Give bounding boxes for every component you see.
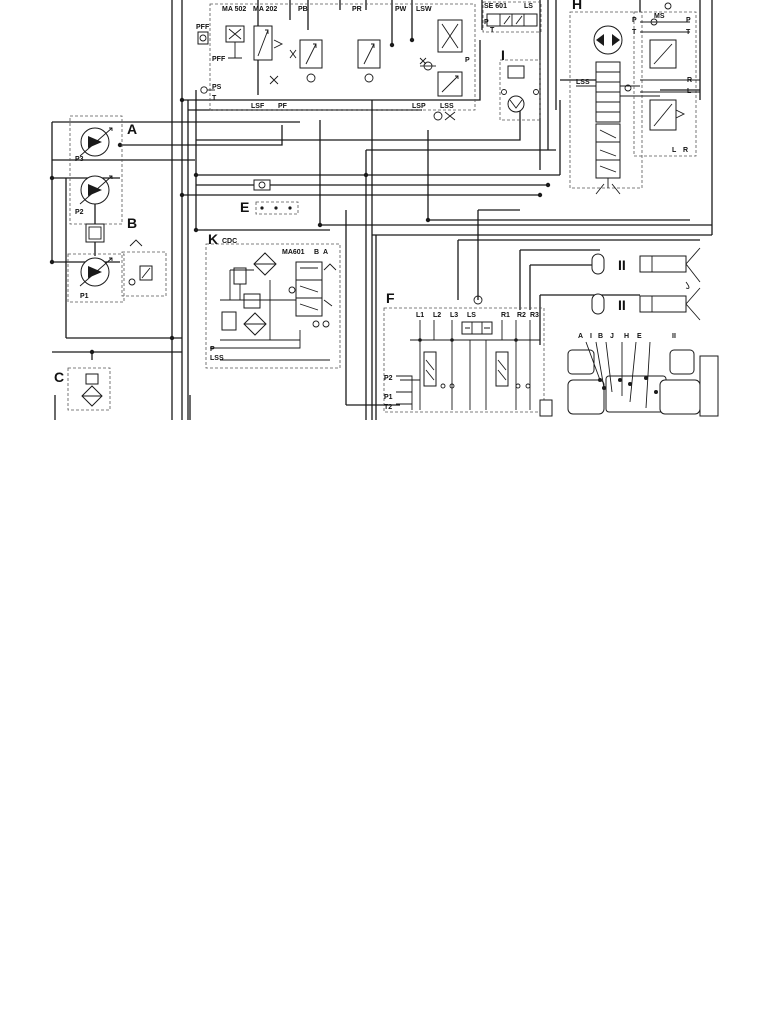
label-section-i: I (501, 47, 505, 63)
label-lsf: LSF (251, 103, 265, 110)
label-f-ls: LS (467, 312, 476, 319)
f-block-labels: L1 L2 L3 LS R1 R2 R3 P2 P1 T2 (384, 312, 539, 411)
pff-ps-ports (197, 31, 215, 94)
label-pff-1: PFF (196, 24, 210, 31)
label-lsw: LSW (416, 6, 432, 13)
label-h-r: R (687, 77, 692, 84)
label-h-l: L (687, 88, 692, 95)
label-veh-i: I (590, 333, 592, 340)
section-e (253, 179, 299, 215)
label-h-ms: MS (654, 13, 665, 20)
filter-c (67, 367, 111, 411)
section-h-steering (569, 2, 700, 195)
section-labels: A B C E F H I K CDC (54, 0, 582, 385)
pump-group (67, 115, 167, 303)
label-h-t-left: T (632, 29, 637, 36)
label-se-p: P (484, 19, 489, 26)
cylinder-labels: II II (618, 257, 626, 313)
section-f-block (383, 295, 553, 417)
label-veh-e: E (637, 333, 642, 340)
label-pff-2: PFF (212, 56, 226, 63)
k-block-labels: MA601 B A P LSS (210, 249, 328, 362)
pump-labels: P3 P2 P1 (75, 156, 89, 300)
label-ps: PS (212, 84, 222, 91)
label-ma202: MA 202 (253, 6, 277, 13)
label-h-lss: LSS (576, 79, 590, 86)
label-f-p1: P1 (384, 394, 393, 401)
label-se-t: T (490, 27, 495, 34)
label-f-r3: R3 (530, 312, 539, 319)
label-section-c: C (54, 369, 64, 385)
section-k-cdc (205, 243, 341, 369)
h-block-labels: MS P T P T R L LSS L R (576, 13, 692, 154)
section-i-motor (499, 59, 541, 121)
label-section-a: A (127, 121, 137, 137)
label-p1: P1 (80, 293, 89, 300)
label-k-p: P (210, 346, 215, 353)
label-ma502: MA 502 (222, 6, 246, 13)
label-section-b: B (127, 215, 137, 231)
label-veh-b: B (598, 333, 603, 340)
label-pr: PR (352, 6, 362, 13)
se601-block (482, 1, 542, 33)
label-p2: P2 (75, 209, 84, 216)
label-se-ls: LS (524, 3, 533, 10)
label-veh-j: J (610, 333, 614, 340)
label-k-lss: LSS (210, 355, 224, 362)
label-ma601: MA601 (282, 249, 305, 256)
label-cylinder-2: II (618, 297, 626, 313)
label-cdc: CDC (222, 238, 237, 245)
label-f-p2: P2 (384, 375, 393, 382)
label-lss-top: LSS (440, 103, 454, 110)
label-t: T (212, 95, 217, 102)
label-f-l2: L2 (433, 312, 441, 319)
label-h-bottom-l: L (672, 147, 677, 154)
label-f-r2: R2 (517, 312, 526, 319)
label-f-l3: L3 (450, 312, 458, 319)
label-k-a: A (323, 249, 328, 256)
label-k-b: B (314, 249, 319, 256)
top-valve-labels: MA 502 MA 202 PB PR PW LSW PFF PFF PS T … (196, 6, 470, 110)
label-section-e: E (240, 199, 249, 215)
label-f-r1: R1 (501, 312, 510, 319)
label-section-k: K (208, 231, 218, 247)
label-veh-ii: II (672, 333, 676, 340)
label-h-p-left: P (632, 17, 637, 24)
vehicle-illustration (567, 341, 719, 417)
label-lsp: LSP (412, 103, 426, 110)
label-pw: PW (395, 6, 407, 13)
label-h-p-right: P (686, 17, 691, 24)
top-valve-manifold (209, 3, 476, 121)
junction-dots (49, 37, 551, 355)
label-p-priority: P (465, 57, 470, 64)
label-veh-a: A (578, 333, 583, 340)
label-se601: SE 601 (484, 3, 507, 10)
label-f-t2: T2 (384, 404, 392, 411)
vehicle-labels: A I B J H E II (578, 333, 676, 340)
label-h-t-right: T (686, 29, 691, 36)
hydraulic-schematic: A B C E F H I K CDC P3 P2 P1 MA 502 MA 2… (49, 0, 719, 420)
label-veh-h: H (624, 333, 629, 340)
label-cylinder-1: II (618, 257, 626, 273)
label-section-f: F (386, 290, 395, 306)
steering-cylinders (591, 247, 701, 321)
se601-labels: SE 601 LS P T (484, 3, 533, 34)
label-f-l1: L1 (416, 312, 424, 319)
label-section-h: H (572, 0, 582, 12)
label-h-bottom-r: R (683, 147, 688, 154)
label-pb: PB (298, 6, 308, 13)
label-p3: P3 (75, 156, 84, 163)
label-pf: PF (278, 103, 288, 110)
